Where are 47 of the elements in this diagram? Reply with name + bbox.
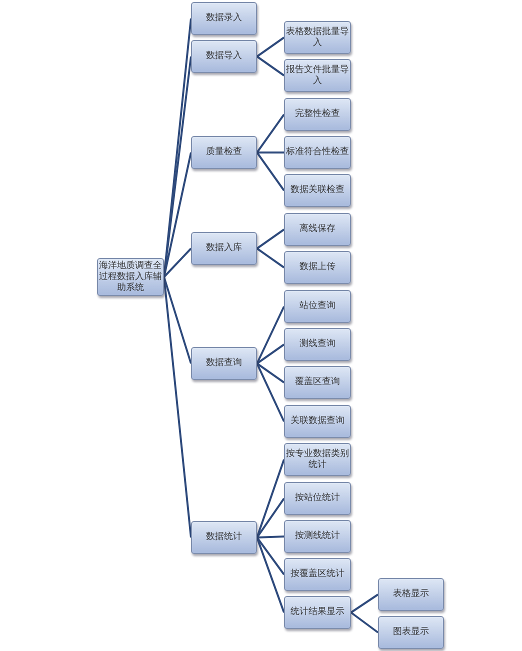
module-box: 数据统计 (191, 521, 257, 554)
connector-line (163, 152, 192, 278)
module-box: 数据入库 (191, 232, 257, 265)
connector-line (256, 344, 285, 364)
connector-line (256, 498, 285, 538)
module-box: 覆盖区查询 (284, 366, 351, 399)
connector-line (256, 228, 285, 250)
connector-line (256, 536, 285, 576)
module-box: 质量检查 (191, 136, 257, 169)
connector-line (256, 56, 285, 76)
connector-line (256, 114, 285, 154)
connector-line (163, 276, 192, 364)
module-box: 站位查询 (284, 290, 351, 323)
connector-line (350, 594, 379, 614)
module-box: 标准符合性检查 (284, 136, 351, 169)
connector-line (256, 459, 285, 538)
connector-line (163, 276, 192, 538)
connector-line (256, 36, 285, 58)
module-box: 表格数据批量导入 (284, 21, 351, 54)
connector-line (257, 152, 284, 154)
module-box: 报告文件批量导入 (284, 59, 351, 92)
module-box: 数据录入 (191, 2, 257, 35)
connector-line (256, 363, 285, 422)
module-box: 完整性检查 (284, 98, 351, 131)
module-box: 按站位统计 (284, 482, 351, 515)
connector-line (256, 306, 285, 364)
root-box: 海洋地质调查全过程数据入库辅助系统 (97, 258, 164, 296)
module-box: 表格显示 (378, 578, 444, 611)
module-box: 关联数据查询 (284, 405, 351, 438)
module-box: 按覆盖区统计 (284, 558, 351, 591)
module-box: 按测线统计 (284, 520, 351, 553)
module-box: 统计结果显示 (284, 596, 351, 629)
connector-line (256, 536, 284, 538)
module-box: 数据查询 (191, 347, 257, 380)
module-box: 数据导入 (191, 40, 257, 73)
connector-line (163, 248, 192, 278)
connector-line (256, 152, 285, 192)
module-box: 数据上传 (284, 251, 351, 284)
module-box: 数据关联检查 (284, 174, 351, 207)
module-box: 图表显示 (378, 616, 444, 649)
connector-line (256, 537, 285, 613)
module-box: 测线查询 (284, 328, 351, 361)
module-box: 离线保存 (284, 213, 351, 246)
connector-line (350, 612, 379, 634)
module-box: 按专业数据类别统计 (284, 443, 351, 476)
connector-line (256, 362, 285, 384)
connector-line (256, 248, 285, 268)
